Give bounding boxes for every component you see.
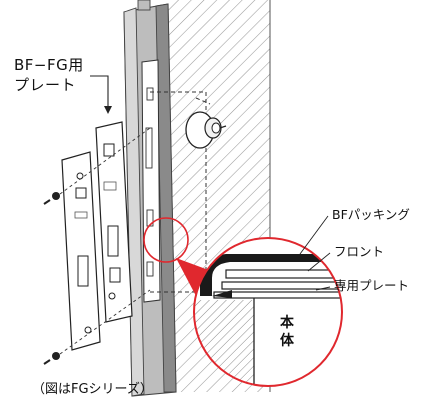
door-frame (123, 0, 177, 397)
front-label: フロント (334, 244, 385, 259)
figure-caption: （図はFGシリーズ） (32, 382, 153, 397)
body-label-line1: 本 (280, 315, 294, 331)
body-label-line2: 体 (280, 333, 294, 349)
plate-label-leader (90, 75, 112, 114)
bf-packing-label: BFパッキング (332, 207, 410, 222)
lock-case-hidden (150, 91, 211, 293)
dedicated-plate-label: 専用プレート (334, 278, 410, 293)
callout-leaders (299, 215, 331, 291)
front-plate (61, 151, 101, 351)
plate-label-line2: プレート (14, 76, 77, 94)
detail-callout (143, 217, 214, 296)
cylinder-knob (185, 111, 227, 149)
dedicated-plate (95, 121, 133, 323)
detail-zoom (193, 237, 343, 387)
screw-upper (43, 192, 60, 205)
plate-label-line1: BF−FG用 (14, 56, 84, 74)
assembly-lines (59, 127, 151, 355)
screw-lower (43, 352, 60, 365)
logo-mark (74, 211, 88, 219)
